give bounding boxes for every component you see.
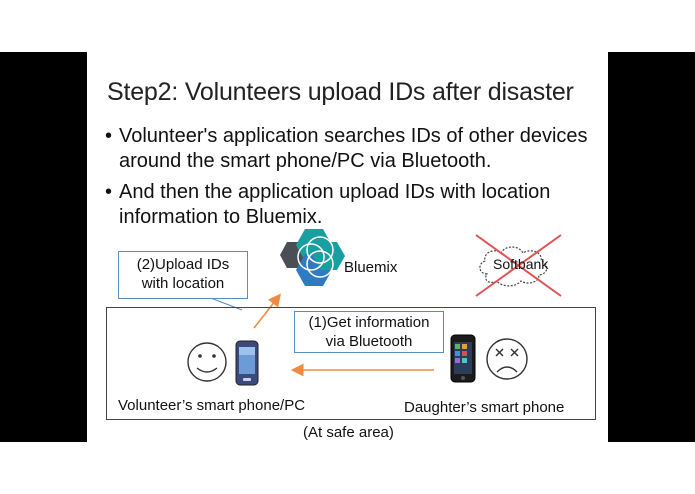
callout-upload-line1: (2)Upload IDs: [136, 256, 230, 273]
letterbox-right: [608, 52, 695, 442]
daughter-phone-icon: [450, 334, 476, 383]
softbank-label: Softbank: [493, 256, 549, 272]
bullet-item-1: • Volunteer's application searches IDs o…: [105, 124, 605, 174]
callout-upload-line2: with location: [141, 275, 225, 292]
sad-face-icon: [486, 338, 528, 380]
bullet-list: • Volunteer's application searches IDs o…: [105, 124, 605, 236]
bullet-marker: •: [105, 125, 113, 147]
bullet-text: Volunteer's application searches IDs of …: [119, 125, 588, 172]
diagram-graphics: [176, 229, 562, 386]
callout-bluetooth-line2: via Bluetooth: [325, 333, 413, 350]
daughter-device-label: Daughter’s smart phone: [404, 399, 565, 416]
volunteer-phone-icon: [235, 340, 259, 386]
bluemix-logo-icon: [280, 229, 345, 286]
letterbox-left: [0, 52, 87, 442]
volunteer-device-label: Volunteer’s smart phone/PC: [118, 397, 306, 414]
callout-bluetooth-line1: (1)Get information: [308, 314, 430, 331]
bullet-text: And then the application upload IDs with…: [119, 181, 551, 228]
cross-out-icon: [475, 234, 562, 297]
callout-get-information: (1)Get information via Bluetooth: [294, 311, 444, 353]
slide: Step2: Volunteers upload IDs after disas…: [87, 52, 608, 442]
bullet-marker: •: [105, 181, 113, 203]
safe-area-frame: [106, 307, 596, 420]
safe-area-label: (At safe area): [303, 424, 394, 441]
upload-arrow: [253, 293, 281, 329]
slide-title: Step2: Volunteers upload IDs after disas…: [107, 78, 574, 106]
smiley-face-icon: [187, 342, 227, 382]
bluemix-label: Bluemix: [344, 259, 398, 276]
bullet-item-2: • And then the application upload IDs wi…: [105, 180, 605, 230]
callout-upload-ids: (2)Upload IDs with location: [118, 251, 248, 299]
